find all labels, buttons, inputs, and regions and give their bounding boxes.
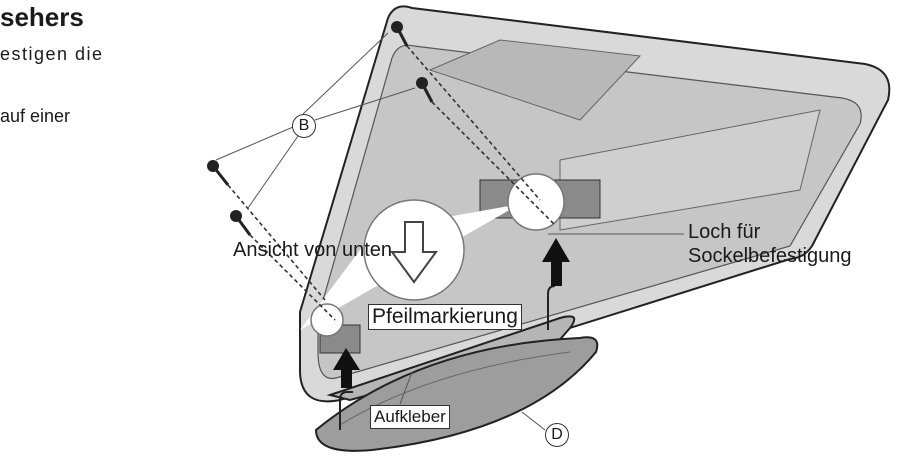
page-heading: sehers bbox=[0, 2, 84, 32]
stand-hole-caption-line-1: Loch für bbox=[688, 221, 761, 243]
stand-post-icon bbox=[339, 285, 556, 430]
screw-path-lines bbox=[227, 45, 556, 321]
arrow-mark-icon bbox=[390, 221, 438, 284]
bottom-view-caption: Ansicht von unten bbox=[233, 239, 392, 261]
screw-icon bbox=[207, 21, 434, 236]
sticker-label: Aufkleber bbox=[370, 405, 450, 429]
intro-text-line-1: estigen die bbox=[0, 44, 104, 64]
intro-text-line-2: auf einer bbox=[0, 106, 71, 126]
screw-label-b: B bbox=[292, 114, 316, 138]
stand-label-leader bbox=[521, 411, 546, 431]
stand-hole-caption-line-2: Sockelbefestigung bbox=[688, 245, 852, 267]
tv-back-panel bbox=[299, 5, 891, 403]
up-arrow-icon bbox=[333, 238, 570, 388]
stand-hole-caption: Loch für Sockelbefestigung bbox=[688, 220, 851, 268]
screw-label-leaders bbox=[215, 32, 416, 209]
arrow-marking-label: Pfeilmarkierung bbox=[368, 304, 522, 330]
stand-label-d: D bbox=[545, 423, 569, 447]
